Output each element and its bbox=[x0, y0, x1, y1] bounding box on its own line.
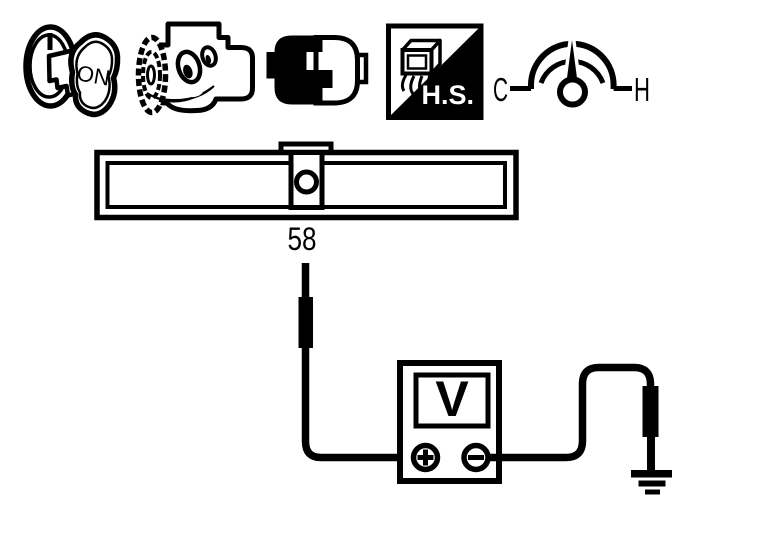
gauge-pivot-circle bbox=[557, 76, 588, 108]
terminal-number-label: 58 bbox=[288, 221, 317, 257]
negative-terminal-icon bbox=[461, 442, 491, 473]
terminal-pin bbox=[294, 169, 319, 195]
gauge-needle bbox=[567, 40, 577, 78]
voltmeter: V bbox=[397, 360, 655, 484]
connector-male-half bbox=[266, 35, 333, 105]
hs-label: H.S. bbox=[421, 80, 474, 110]
gauge-cold-label: C bbox=[493, 71, 508, 108]
temperature-gauge-icon: C H bbox=[493, 36, 650, 108]
ground-bar-1 bbox=[631, 470, 672, 478]
hs-connector-front-detail bbox=[406, 54, 428, 70]
connector-disconnected-icon bbox=[266, 35, 369, 106]
engine-eye-left bbox=[175, 49, 203, 85]
voltmeter-display bbox=[413, 372, 491, 429]
positive-terminal-icon bbox=[410, 442, 441, 473]
engine-body bbox=[153, 21, 255, 114]
voltmeter-display-label: V bbox=[435, 371, 469, 427]
cluster-connector-strip: 58 bbox=[94, 141, 519, 257]
ground-bar-3 bbox=[645, 489, 660, 495]
negative-probe bbox=[642, 386, 659, 437]
hs-box-border bbox=[386, 23, 484, 120]
test-leads bbox=[298, 263, 425, 462]
harness-side-connector-icon: H.S. bbox=[386, 23, 484, 120]
key-head bbox=[68, 32, 121, 118]
engine-running-icon bbox=[135, 21, 255, 116]
positive-probe bbox=[298, 297, 313, 348]
gauge-hot-label: H bbox=[634, 71, 650, 108]
chassis-ground-icon bbox=[631, 386, 672, 495]
hs-connector-wires bbox=[400, 74, 435, 107]
engine-pulley-hub bbox=[146, 64, 156, 86]
key-head-inner-line bbox=[75, 40, 114, 110]
engine-pulley-mid bbox=[141, 50, 162, 100]
positive-lead-wire bbox=[301, 263, 425, 462]
engine-eye-right bbox=[200, 45, 218, 68]
ground-bar-2 bbox=[638, 480, 666, 487]
engine-mouth bbox=[146, 85, 215, 103]
ignition-on-label: ON bbox=[75, 60, 112, 90]
ignition-key-icon: ON bbox=[23, 24, 121, 118]
negative-lead-wire bbox=[476, 363, 655, 462]
engine-mouth-highlight bbox=[189, 89, 203, 98]
